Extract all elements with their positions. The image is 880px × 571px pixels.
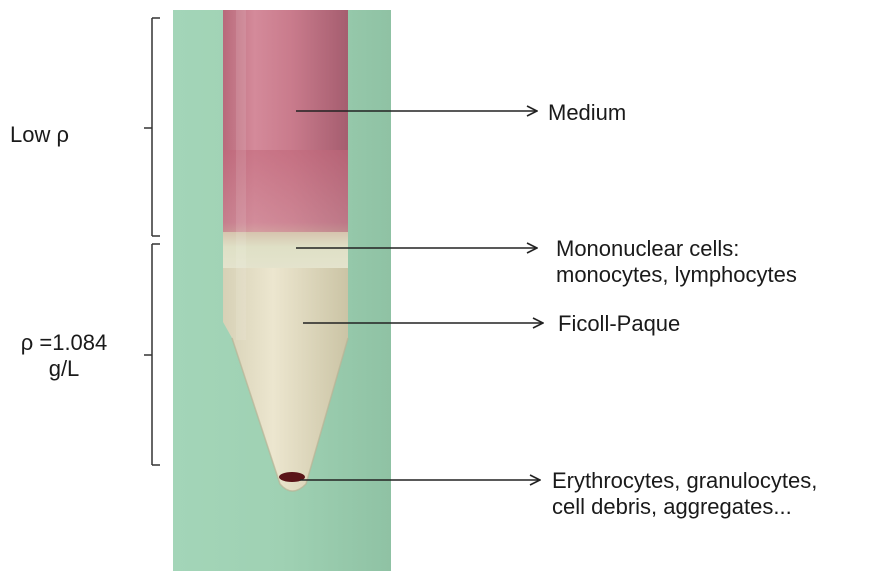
mononuclear-label-line-1: Mononuclear cells:: [556, 236, 797, 262]
ficoll-label: Ficoll-Paque: [558, 311, 680, 337]
high-density-label: ρ =1.084 g/L: [14, 330, 114, 382]
density-value: ρ =1.084: [14, 330, 114, 356]
medium-label-line: Medium: [548, 100, 626, 126]
mononuclear-label-line-2: monocytes, lymphocytes: [556, 262, 797, 288]
density-unit: g/L: [14, 356, 114, 382]
pellet-label-line-2: cell debris, aggregates...: [552, 494, 817, 520]
low-density-bracket: [144, 18, 160, 236]
pellet-label: Erythrocytes, granulocytes, cell debris,…: [552, 468, 817, 520]
pellet-label-line-1: Erythrocytes, granulocytes,: [552, 468, 817, 494]
high-density-bracket: [144, 244, 160, 465]
medium-label: Medium: [548, 100, 626, 126]
ficoll-label-line: Ficoll-Paque: [558, 311, 680, 337]
low-density-label: Low ρ: [10, 122, 69, 148]
mononuclear-label: Mononuclear cells: monocytes, lymphocyte…: [556, 236, 797, 288]
